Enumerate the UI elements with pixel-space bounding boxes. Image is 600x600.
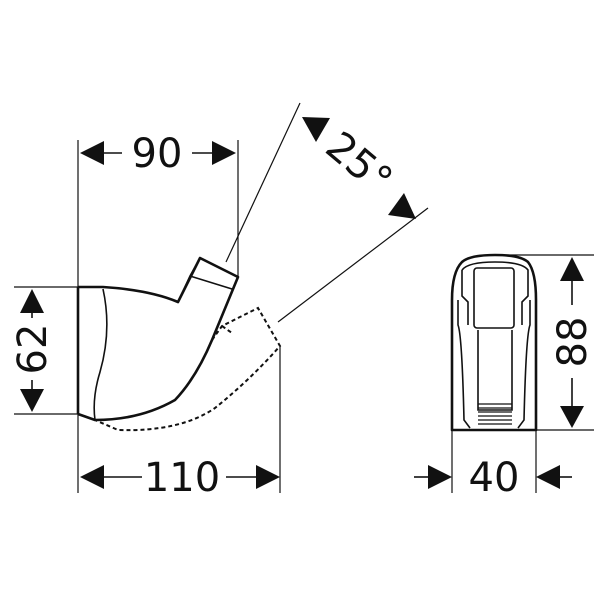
holder-profile-view — [76, 256, 282, 432]
holder-cup-top — [177, 257, 201, 303]
dimension-88: 88 — [550, 257, 596, 428]
arrow-left-icon — [536, 465, 560, 489]
holder-side-view — [450, 253, 538, 432]
arrow-angle-start-icon — [302, 117, 330, 142]
arrow-down-icon — [20, 389, 44, 412]
arrow-right-icon — [212, 141, 236, 165]
arrow-left-icon — [80, 465, 104, 489]
side-view-grip — [478, 403, 512, 425]
arrow-up-icon — [20, 289, 44, 313]
dimension-90: 90 — [80, 131, 236, 177]
angle-ref-line-1 — [225, 102, 301, 263]
dimension-110: 110 — [80, 455, 280, 501]
arrow-left-icon — [80, 141, 104, 165]
holder-body-outline — [77, 256, 240, 422]
holder-body-inner-curve — [93, 288, 108, 421]
holder-tilted-position-dashed — [94, 306, 282, 432]
dimension-110-label: 110 — [144, 455, 220, 501]
dimension-62: 62 — [10, 289, 56, 412]
dimension-62-label: 62 — [10, 324, 56, 375]
arrow-angle-end-icon — [388, 193, 416, 219]
dimension-angle: 25° — [302, 117, 416, 219]
arrow-right-icon — [428, 465, 452, 489]
dimension-40-label: 40 — [469, 455, 520, 501]
arrow-up-icon — [560, 257, 584, 281]
dimension-angle-label: 25° — [317, 123, 401, 204]
angle-ref-line-2 — [277, 207, 429, 323]
arrow-down-icon — [560, 406, 584, 428]
dimension-88-label: 88 — [550, 317, 596, 368]
dimension-40: 40 — [414, 455, 572, 501]
arrow-right-icon — [256, 465, 280, 489]
dimension-90-label: 90 — [132, 131, 183, 177]
